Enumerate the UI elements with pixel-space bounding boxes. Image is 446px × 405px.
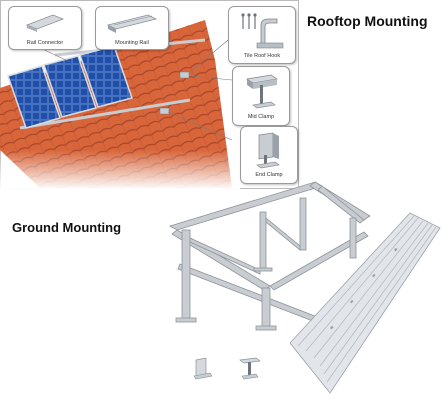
front-leg-left: [181, 229, 191, 321]
base-plate-1: [175, 317, 197, 323]
base-plate-2: [255, 325, 277, 331]
brace-2: [265, 217, 301, 251]
callout-label-mounting-rail: Mounting Rail: [115, 40, 149, 46]
ground-mount-structure: [168, 181, 441, 394]
mid-leg: [259, 211, 267, 271]
callout-label-rail-connector: Rail Connector: [26, 40, 64, 46]
back-leg-left: [299, 197, 307, 251]
tile-roof-hook-icon: [241, 13, 284, 49]
back-leg-right: [349, 217, 357, 259]
callout-label-end-clamp: End Clamp: [255, 172, 283, 178]
end-clamp-icon: [256, 132, 280, 169]
callout-end-clamp: End Clamp: [240, 126, 298, 184]
ground-mid-clamp-part: [239, 357, 261, 380]
ground-mount-illustration: [150, 168, 446, 400]
ground-end-clamp-part: [193, 357, 213, 380]
callout-mounting-rail: Mounting Rail: [95, 6, 169, 50]
front-leg-right: [261, 287, 271, 329]
mounting-rail-icon: [106, 14, 158, 33]
callout-mid-clamp: Mid Clamp: [232, 66, 290, 126]
brace-1: [189, 237, 261, 275]
ground-mounting-heading: Ground Mounting: [12, 220, 122, 235]
callout-label-mid-clamp: Mid Clamp: [247, 114, 275, 120]
rooftop-mounting-heading: Rooftop Mounting: [307, 13, 428, 29]
tile-roof: [0, 20, 232, 188]
callout-tile-roof-hook: Tile Roof Hook: [228, 6, 296, 64]
cross-beam-back: [269, 231, 369, 291]
mid-clamp-icon: [246, 74, 278, 109]
base-plate-3: [253, 267, 273, 272]
rafter-right: [317, 185, 365, 224]
solar-panels: [7, 45, 133, 129]
roof-hook-marker: [179, 71, 190, 79]
roof-clamp-marker: [159, 107, 170, 115]
rail-bundle: [289, 212, 441, 394]
rail-connector-icon: [25, 14, 65, 32]
callout-rail-connector: Rail Connector: [8, 6, 82, 50]
callout-label-tile-roof-hook: Tile Roof Hook: [243, 53, 281, 59]
rooftop-illustration: Rail Connector Mounting Rail Tile Roof H…: [0, 0, 300, 190]
top-rail-front: [168, 181, 324, 231]
mounting-rail-lower: [19, 98, 191, 130]
